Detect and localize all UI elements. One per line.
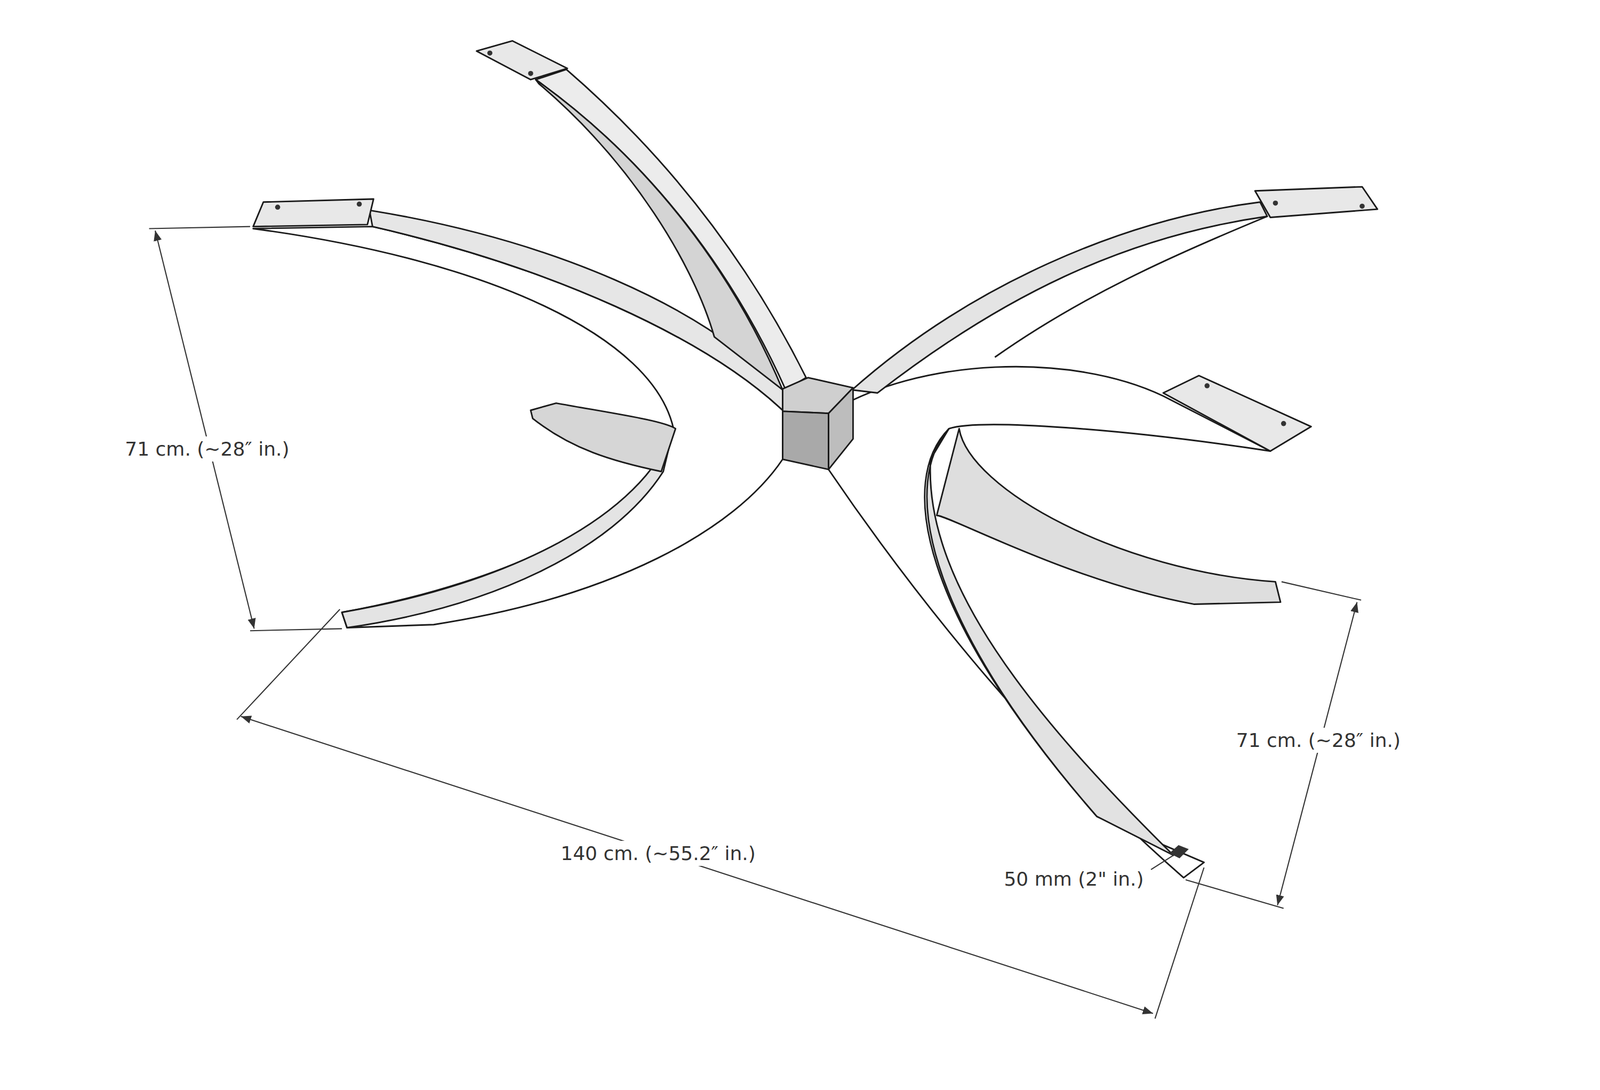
bolt-holes [275, 50, 1365, 427]
bolt-hole [1204, 382, 1210, 389]
leader-line [1150, 854, 1174, 870]
bolt-hole [528, 70, 534, 77]
mount-plate [1163, 375, 1311, 452]
bolt-hole [356, 201, 363, 207]
bolt-hole [1273, 200, 1279, 206]
leg-top [536, 69, 807, 390]
extension-line [1185, 879, 1284, 909]
leg-band [536, 79, 783, 390]
dimension-label: 50 mm (2" in.) [1000, 866, 1147, 892]
table-base [253, 41, 1378, 878]
extension-line [236, 609, 340, 720]
hub-side [828, 387, 854, 470]
bolt-hole [1359, 203, 1365, 210]
leg-tip [530, 403, 676, 472]
leg-top [852, 202, 1268, 394]
dimension-line [155, 230, 255, 629]
bolt-hole [487, 50, 493, 56]
leg-edge [994, 216, 1268, 358]
thickness-marker [1169, 844, 1189, 859]
leg-face [828, 366, 1271, 878]
extension-line [1155, 867, 1205, 1019]
mount-plate [1254, 186, 1378, 218]
leg-band [936, 428, 1281, 604]
dimension-label: 71 cm. (~28″ in.) [1233, 727, 1404, 753]
dimension-line [241, 716, 1154, 1014]
extension-line [149, 226, 251, 229]
dimension-lines [149, 226, 1362, 1019]
bolt-hole [275, 204, 281, 211]
mount-plate [476, 41, 568, 80]
mount-plate [253, 198, 374, 227]
dimension-label: 140 cm. (~55.2″ in.) [557, 840, 759, 866]
bolt-hole [1281, 420, 1287, 427]
hub-front [782, 411, 829, 470]
extension-line [1281, 581, 1362, 600]
dimension-label: 71 cm. (~28″ in.) [121, 436, 293, 462]
extension-line [250, 628, 342, 631]
dimension-line [1277, 602, 1357, 906]
